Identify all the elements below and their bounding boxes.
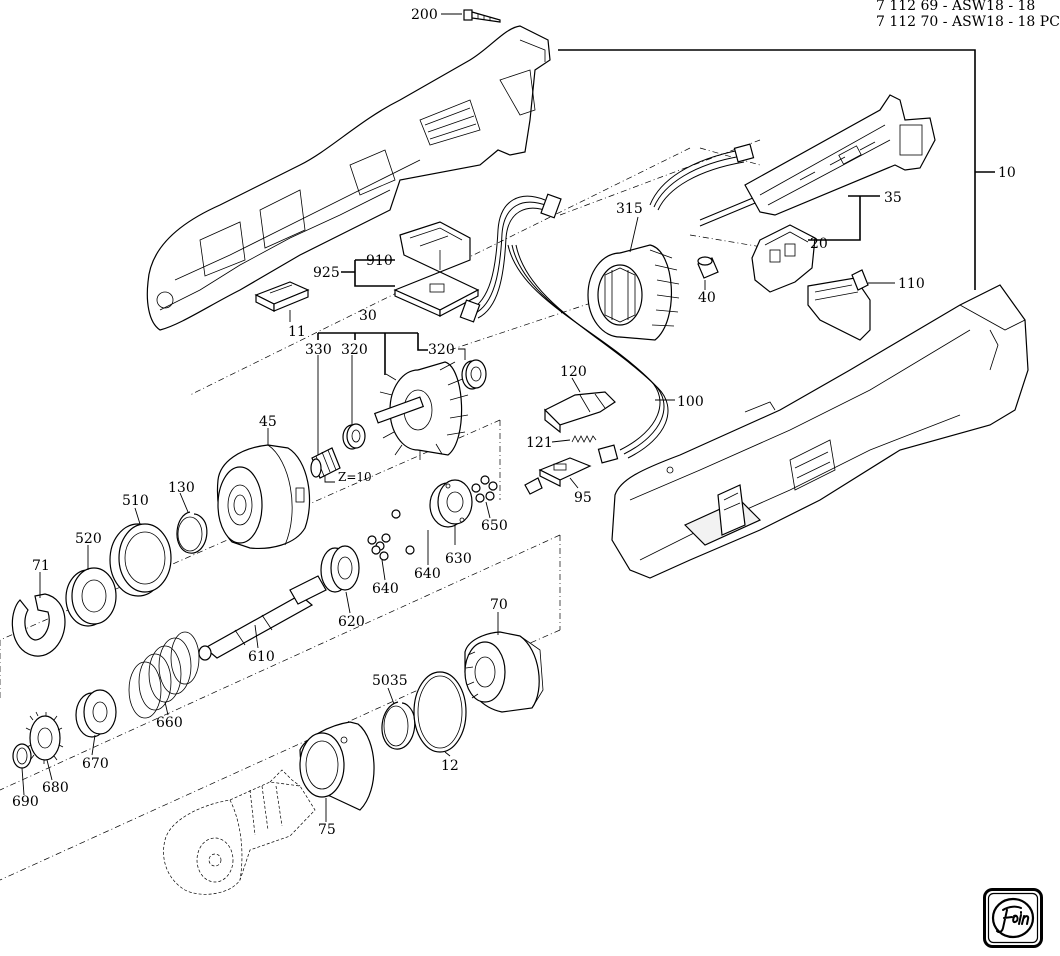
part-660-spring bbox=[128, 631, 200, 719]
part-30-rotor bbox=[373, 361, 469, 460]
part-320-bearing-right bbox=[461, 359, 487, 390]
part-200-screw bbox=[463, 9, 501, 23]
model-line-1: 7 112 69 - ASW18 - 18 bbox=[876, 0, 1036, 14]
part-120-slider bbox=[543, 391, 616, 434]
label-630: 630 bbox=[445, 551, 472, 567]
label-690: 690 bbox=[12, 794, 39, 810]
part-910-switch-cover bbox=[399, 221, 471, 273]
label-45: 45 bbox=[259, 414, 277, 430]
part-20-switch bbox=[751, 224, 816, 293]
part-110-latch bbox=[807, 269, 871, 341]
label-680: 680 bbox=[42, 780, 69, 796]
part-510-ring bbox=[109, 523, 172, 597]
label-660: 660 bbox=[156, 715, 183, 731]
label-670: 670 bbox=[82, 756, 109, 772]
part-610-spindle bbox=[198, 575, 327, 661]
label-10: 10 bbox=[998, 165, 1016, 181]
part-40-sleeve bbox=[697, 256, 719, 279]
part-95-board bbox=[524, 457, 592, 495]
part-670-cam bbox=[75, 689, 117, 738]
part-690-circlip bbox=[12, 743, 32, 769]
label-650: 650 bbox=[481, 518, 508, 534]
label-620: 620 bbox=[338, 614, 365, 630]
label-110: 110 bbox=[898, 276, 925, 292]
label-70: 70 bbox=[490, 597, 508, 613]
part-650-rollers bbox=[471, 475, 498, 503]
label-121: 121 bbox=[526, 435, 553, 451]
label-925: 925 bbox=[313, 265, 340, 281]
label-40: 40 bbox=[698, 290, 716, 306]
part-71-clip bbox=[11, 593, 66, 657]
part-315-stator bbox=[587, 244, 680, 341]
part-labels: 200 10 35 20 110 315 40 910 925 11 30 33… bbox=[12, 7, 1016, 838]
label-20: 20 bbox=[810, 236, 828, 252]
housing-half-shell bbox=[146, 25, 551, 331]
part-70-gear-head bbox=[464, 631, 544, 713]
part-35-electronics bbox=[744, 94, 936, 216]
part-630-carrier bbox=[429, 479, 473, 528]
part-620-hub bbox=[320, 545, 360, 593]
label-100: 100 bbox=[677, 394, 704, 410]
part-320-bearing-left bbox=[342, 423, 366, 450]
part-45-gear-housing bbox=[216, 444, 311, 550]
part-11-slider bbox=[254, 281, 310, 312]
label-130: 130 bbox=[168, 480, 195, 496]
part-75-sleeve bbox=[299, 721, 375, 811]
label-640-right: 640 bbox=[414, 566, 441, 582]
part-520-bearing bbox=[65, 567, 117, 627]
label-320-left: 320 bbox=[341, 342, 368, 358]
part-121-spring bbox=[571, 435, 597, 443]
part-925-switch-base bbox=[393, 271, 480, 317]
label-71: 71 bbox=[32, 558, 50, 574]
label-610: 610 bbox=[248, 649, 275, 665]
label-510: 510 bbox=[122, 493, 149, 509]
part-330-pinion bbox=[310, 447, 341, 479]
label-35: 35 bbox=[884, 190, 902, 206]
label-315: 315 bbox=[616, 201, 643, 217]
label-12: 12 bbox=[441, 758, 459, 774]
label-910: 910 bbox=[366, 253, 393, 269]
part-680-gear bbox=[25, 711, 64, 764]
main-housing bbox=[611, 284, 1029, 579]
label-5035: 5035 bbox=[372, 673, 408, 689]
label-z10: Z=10 bbox=[338, 470, 372, 484]
model-line-2: 7 112 70 - ASW18 - 18 PC bbox=[876, 14, 1060, 30]
wiring-harness bbox=[459, 143, 761, 464]
label-120: 120 bbox=[560, 364, 587, 380]
part-130-circlip bbox=[176, 511, 208, 554]
label-330: 330 bbox=[305, 342, 332, 358]
label-30: 30 bbox=[359, 308, 377, 324]
label-640-left: 640 bbox=[372, 581, 399, 597]
label-520: 520 bbox=[75, 531, 102, 547]
label-95: 95 bbox=[574, 490, 592, 506]
part-640-balls bbox=[367, 509, 415, 561]
label-75: 75 bbox=[318, 822, 336, 838]
fein-logo-icon bbox=[983, 888, 1043, 948]
part-12-o-ring bbox=[413, 671, 467, 753]
label-200: 200 bbox=[411, 7, 438, 23]
part-5035-ring bbox=[381, 701, 416, 750]
assembled-gearhead-outline bbox=[163, 769, 316, 895]
label-11: 11 bbox=[288, 324, 306, 340]
leader-lines bbox=[21, 13, 995, 822]
label-320-right: 320 bbox=[428, 342, 455, 358]
